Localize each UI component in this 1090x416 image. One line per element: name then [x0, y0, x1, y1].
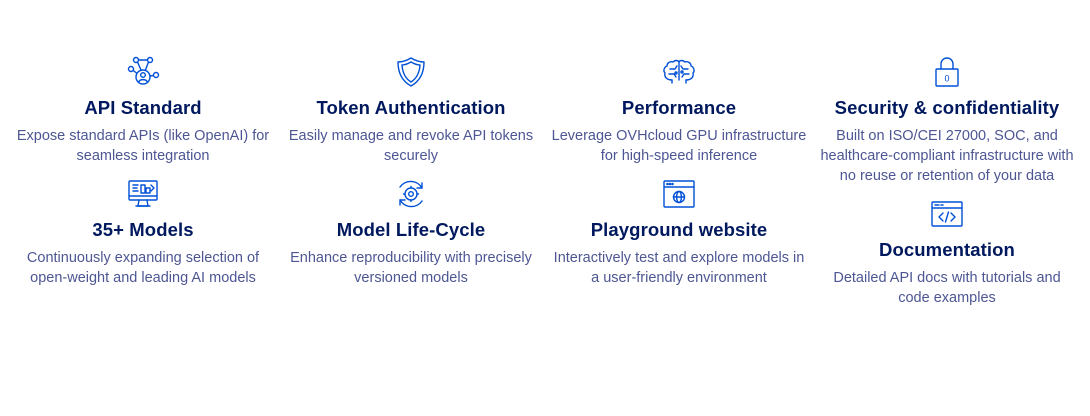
- feature-token-authentication: Token Authentication Easily manage and r…: [276, 54, 546, 166]
- feature-documentation: Documentation Detailed API docs with tut…: [812, 196, 1082, 308]
- feature-model-life-cycle: Model Life-Cycle Enhance reproducibility…: [276, 176, 546, 288]
- features-column-1: API Standard Expose standard APIs (like …: [8, 54, 278, 288]
- feature-title: Playground website: [590, 219, 768, 240]
- feature-title: Performance: [621, 97, 737, 118]
- feature-performance: Performance Leverage OVHcloud GPU infras…: [544, 54, 814, 166]
- feature-title: Documentation: [879, 239, 1015, 260]
- feature-description: Expose standard APIs (like OpenAI) for s…: [16, 128, 270, 164]
- feature-description: Detailed API docs with tutorials and cod…: [833, 270, 1061, 306]
- feature-title: 35+ Models: [92, 219, 194, 240]
- feature-security-confidentiality: 0 Security & confidentiality Built on IS…: [812, 54, 1082, 186]
- feature-description: Built on ISO/CEI 27000, SOC, and healthc…: [820, 128, 1074, 184]
- code-window-icon: [929, 196, 965, 232]
- gear-cycle-icon: [393, 176, 429, 212]
- feature-35-models: 35+ Models Continuously expanding select…: [8, 176, 278, 288]
- features-column-3: Performance Leverage OVHcloud GPU infras…: [544, 54, 814, 288]
- browser-globe-icon: [661, 176, 697, 212]
- feature-description: Enhance reproducibility with precisely v…: [290, 250, 532, 286]
- feature-playground-website: Playground website Interactively test an…: [544, 176, 814, 288]
- feature-description: Continuously expanding selection of open…: [26, 250, 260, 286]
- feature-description: Easily manage and revoke API tokens secu…: [288, 128, 534, 164]
- feature-title: API Standard: [84, 97, 202, 118]
- svg-text:0: 0: [944, 74, 949, 84]
- feature-description: Interactively test and explore models in…: [553, 250, 805, 286]
- features-column-4: 0 Security & confidentiality Built on IS…: [812, 54, 1082, 308]
- feature-title: Model Life-Cycle: [336, 219, 486, 240]
- features-column-2: Token Authentication Easily manage and r…: [276, 54, 546, 288]
- feature-title: Security & confidentiality: [834, 97, 1060, 118]
- shield-icon: [393, 54, 429, 90]
- feature-description: Leverage OVHcloud GPU infrastructure for…: [551, 128, 807, 164]
- monitor-chart-icon: [125, 176, 161, 212]
- feature-api-standard: API Standard Expose standard APIs (like …: [8, 54, 278, 166]
- padlock-icon: 0: [929, 54, 965, 90]
- brain-icon: [661, 54, 697, 90]
- feature-title: Token Authentication: [316, 97, 506, 118]
- network-users-icon: [125, 54, 161, 90]
